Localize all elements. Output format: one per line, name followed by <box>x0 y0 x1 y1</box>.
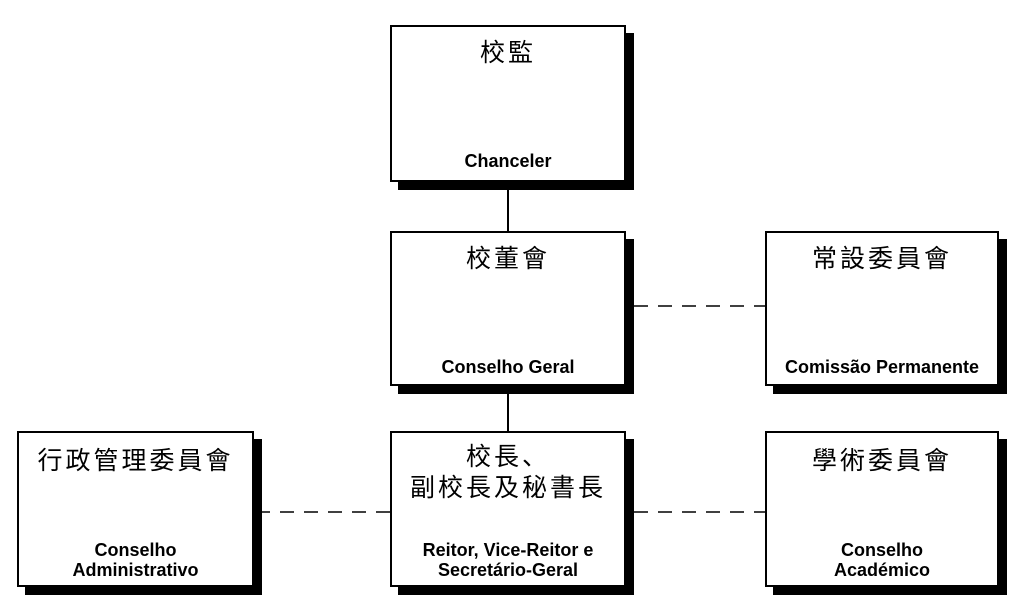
chanceler-chinese-label: 校監 <box>479 38 536 67</box>
conselho-administrativo-chinese-label: 行政管理委員會 <box>37 446 234 475</box>
reitoria-box: 校長、 副校長及秘書長 Reitor, Vice-Reitor e Secret… <box>390 431 626 587</box>
comissao-permanente-chinese-label: 常設委員會 <box>811 244 952 273</box>
comissao-permanente-portuguese-label: Comissão Permanente <box>784 357 980 377</box>
chanceler-portuguese-label: Chanceler <box>464 151 552 171</box>
conselho-academico-portuguese-label: Conselho Académico <box>833 540 931 580</box>
conselho-geral-chinese-label: 校董會 <box>465 244 550 273</box>
conselho-administrativo-box: 行政管理委員會 Conselho Administrativo <box>17 431 254 587</box>
reitoria-portuguese-label: Reitor, Vice-Reitor e Secretário-Geral <box>422 540 594 580</box>
conselho-academico-chinese-label: 學術委員會 <box>811 446 952 475</box>
conselho-geral-portuguese-label: Conselho Geral <box>441 357 575 377</box>
comissao-permanente-box: 常設委員會 Comissão Permanente <box>765 231 999 386</box>
chanceler-box: 校監 Chanceler <box>390 25 626 182</box>
conselho-academico-box: 學術委員會 Conselho Académico <box>765 431 999 587</box>
reitoria-chinese-label: 校長、 副校長及秘書長 <box>409 442 606 502</box>
conselho-geral-box: 校董會 Conselho Geral <box>390 231 626 386</box>
conselho-administrativo-portuguese-label: Conselho Administrativo <box>72 540 199 580</box>
